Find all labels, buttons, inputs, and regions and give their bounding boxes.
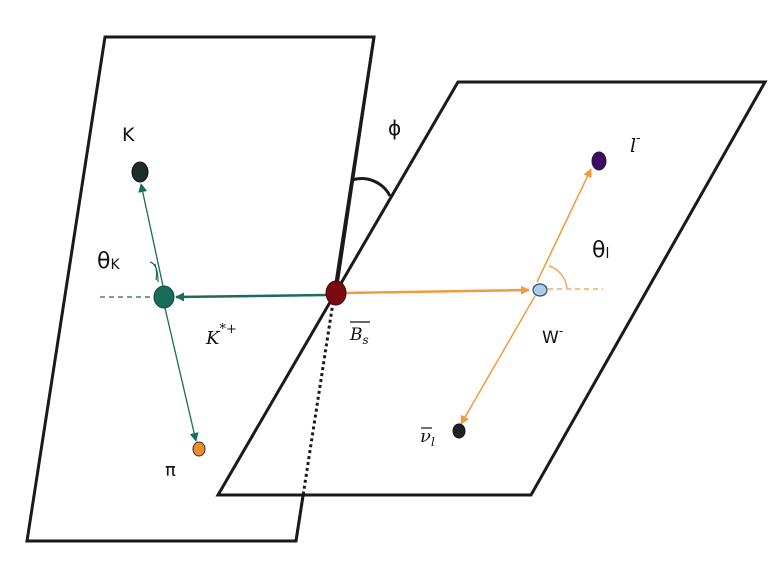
neutrino-particle: [452, 423, 466, 439]
lepton-base: l: [630, 135, 636, 157]
kstar-particle: [153, 285, 175, 309]
bs-base: B: [349, 325, 363, 345]
lepton-momentum-arrow: [536, 168, 592, 283]
bs-meson-particle: [325, 280, 347, 306]
svg-text:νl: νl: [420, 426, 435, 449]
neutrino-subscript: l: [431, 435, 435, 449]
pion-momentum-arrow: [164, 307, 199, 442]
theta-l-angle-arc: [548, 265, 568, 289]
theta-k-subscript: K: [110, 257, 120, 273]
hidden-plane-edge: [294, 295, 336, 542]
kstar-superscript: *+: [219, 322, 236, 337]
theta-l-label: θl: [592, 238, 609, 263]
theta-k-angle-arc-2: [149, 261, 159, 283]
neutrino-base: ν: [420, 426, 431, 447]
theta-k-label: θK: [97, 249, 120, 274]
lepton-superscript: -: [636, 131, 640, 146]
kaon-particle: [131, 161, 149, 183]
leptonic-decay-plane: [215, 80, 768, 497]
kstar-momentum-arrow: [175, 292, 327, 302]
bs-label: Bs: [349, 321, 370, 347]
w-superscript: -: [559, 324, 563, 338]
kaon-momentum-arrow: [138, 183, 164, 287]
theta-k-angle-arc: [154, 263, 158, 281]
phi-angle-arc: [351, 177, 392, 197]
w-momentum-arrow: [344, 285, 530, 295]
theta-l-subscript: l: [605, 246, 609, 262]
kstar-base: K: [205, 328, 221, 349]
w-base: W: [542, 328, 559, 348]
svg-text:Bs: Bs: [349, 325, 369, 347]
kstar-label: K*+: [205, 322, 237, 349]
neutrino-momentum-arrow: [460, 295, 536, 425]
pion-label: π: [165, 460, 176, 481]
kaon-label: K: [122, 124, 135, 146]
theta-k-symbol: θ: [97, 249, 110, 274]
lepton-particle: [591, 151, 607, 171]
lepton-label: l-: [630, 131, 640, 157]
phi-label: ϕ: [388, 116, 401, 140]
plane-intersection-line: [334, 36, 376, 293]
pion-particle: [192, 441, 206, 457]
w-boson-particle: [532, 283, 548, 297]
w-boson-label: W-: [542, 324, 563, 348]
neutrino-label: νl: [420, 426, 435, 449]
theta-l-symbol: θ: [592, 238, 605, 263]
bs-subscript: s: [363, 333, 369, 347]
